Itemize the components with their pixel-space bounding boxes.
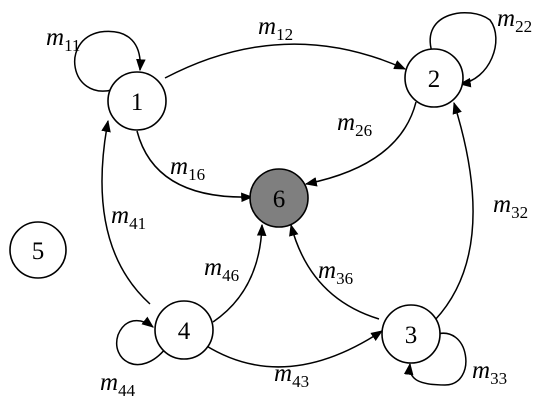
- node-2-label: 2: [428, 66, 441, 93]
- node-2-circle: [404, 48, 464, 108]
- edge-label-m22: m22: [497, 5, 532, 36]
- edge-label-m16: m16: [170, 153, 205, 184]
- node-6-label: 6: [273, 186, 286, 213]
- edge-label-m41: m41: [111, 202, 146, 233]
- edge-label-m46: m46: [204, 254, 239, 285]
- edge-label-m12: m12: [258, 13, 293, 44]
- edge-m33-self-loop: [403, 332, 467, 386]
- nodes: 1 2 3 4 5 6: [9, 48, 464, 364]
- edge-label-m43: m43: [274, 360, 309, 391]
- edge-m44-self-loop: [115, 316, 167, 366]
- edge-label-m11: m11: [46, 24, 80, 55]
- edge-labels: m11 m12 m22 m26 m16 m41 m32 m46 m36 m44 …: [46, 5, 532, 400]
- node-4-circle: [154, 300, 214, 360]
- edge-label-m26: m26: [337, 109, 372, 140]
- edge-m11-self-loop: [74, 30, 146, 92]
- node-5-label: 5: [32, 238, 45, 265]
- node-3-circle: [381, 304, 441, 364]
- edge-m46: [212, 223, 267, 323]
- edge-label-m44: m44: [100, 369, 136, 400]
- node-3: 3: [381, 304, 441, 364]
- node-2: 2: [404, 48, 464, 108]
- edge-m16: [136, 130, 254, 203]
- edge-m36: [289, 223, 380, 320]
- edge-m26: [304, 101, 417, 187]
- edge-label-m33: m33: [472, 357, 507, 388]
- node-1-label: 1: [131, 89, 144, 116]
- node-6: 6: [249, 168, 309, 228]
- edge-m41: [101, 119, 151, 305]
- edge-m32: [434, 101, 474, 321]
- edge-label-m32: m32: [493, 191, 528, 222]
- node-6-circle: [249, 168, 309, 228]
- node-5-circle: [9, 221, 67, 279]
- edges: [74, 12, 497, 386]
- node-5: 5: [9, 221, 67, 279]
- edge-label-m36: m36: [318, 257, 353, 288]
- node-1-circle: [107, 71, 167, 131]
- node-1: 1: [107, 71, 167, 131]
- node-4-label: 4: [178, 318, 191, 345]
- node-3-label: 3: [405, 322, 418, 349]
- edge-m12: [164, 43, 407, 79]
- edge-m22-self-loop: [429, 12, 497, 88]
- edge-m43: [204, 330, 384, 368]
- node-4: 4: [154, 300, 214, 360]
